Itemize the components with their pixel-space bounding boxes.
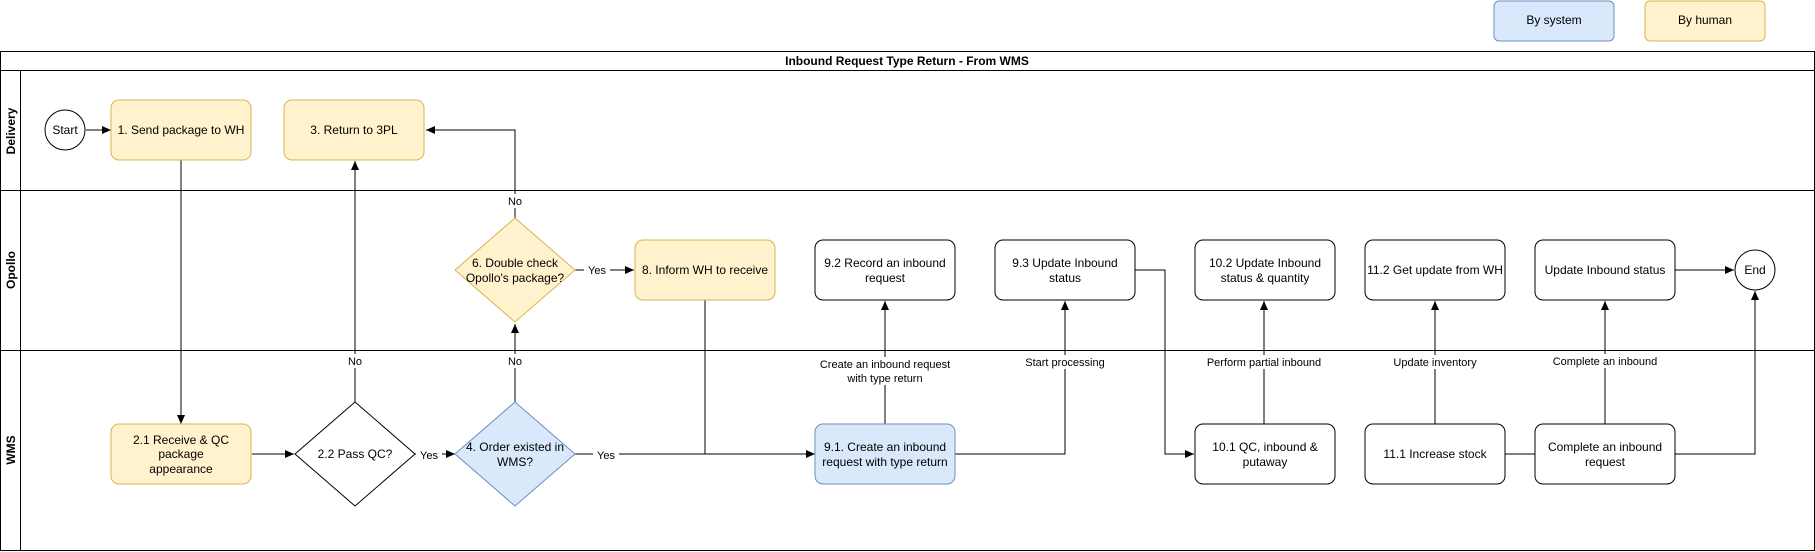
diagram-title: Inbound Request Type Return - From WMS xyxy=(785,54,1029,68)
node-1-label: 1. Send package to WH xyxy=(118,123,245,137)
node-update-inbound-status: Update Inbound status xyxy=(1534,239,1676,301)
node-10-1-label-line-2: putaway xyxy=(1243,455,1288,469)
node-complete-inbound: Complete an inbound request xyxy=(1534,423,1676,485)
lane-delivery-label: Delivery xyxy=(4,107,18,154)
edge-6-to-3 xyxy=(426,126,516,218)
label-no-6-3: No xyxy=(508,196,522,208)
node-complete-label-line-2: request xyxy=(1585,455,1626,469)
node-2-2-pass-qc: 2.2 Pass QC? xyxy=(294,401,416,507)
node-11-2-label: 11.2 Get update from WH xyxy=(1367,263,1503,277)
node-10-1-label-line-1: 10.1 QC, inbound & xyxy=(1212,440,1317,454)
node-9-1-label-line-1: 9.1. Create an inbound xyxy=(824,440,946,454)
node-complete-label-line-1: Complete an inbound xyxy=(1548,440,1662,454)
edge-complete-to-end xyxy=(1675,291,1759,455)
node-2-1-receive-qc: 2.1 Receive & QC package appearance xyxy=(110,423,252,485)
node-2-1-label-line-1: 2.1 Receive & QC xyxy=(133,433,229,447)
node-10-2-update-status-quantity: 10.2 Update Inbound status & quantity xyxy=(1194,239,1336,301)
legend-by-human: By human xyxy=(1644,0,1766,42)
node-4-label-line-2: WMS? xyxy=(497,455,533,469)
node-end: End xyxy=(1734,249,1776,291)
label-yes-6-8: Yes xyxy=(588,265,606,277)
label-complete-inbound: Complete an inbound xyxy=(1553,356,1658,368)
lane-opollo-label: Opollo xyxy=(4,251,18,289)
node-6-double-check: 6. Double check Opollo's package? xyxy=(454,217,576,323)
node-update-status-label: Update Inbound status xyxy=(1545,263,1666,277)
node-4-order-existed: 4. Order existed in WMS? xyxy=(454,401,576,507)
label-create-line-2: with type return xyxy=(846,373,922,385)
label-start-processing: Start processing xyxy=(1025,357,1104,369)
node-9-1-label-line-2: request with type return xyxy=(822,455,947,469)
node-6-label-line-2: Opollo's package? xyxy=(466,271,565,285)
legend-human-label: By human xyxy=(1678,13,1732,27)
node-2-1-label-line-2: package xyxy=(158,447,204,461)
node-start: Start xyxy=(44,109,86,151)
lane-wms-label: WMS xyxy=(4,435,18,464)
node-9-2-record-inbound: 9.2 Record an inbound request xyxy=(814,239,956,301)
node-11-1-increase-stock: 11.1 Increase stock xyxy=(1364,423,1506,485)
node-10-2-label-line-2: status & quantity xyxy=(1221,271,1310,285)
node-2-2-label: 2.2 Pass QC? xyxy=(318,447,393,461)
node-1-send-package: 1. Send package to WH xyxy=(110,99,252,161)
node-9-2-label-line-2: request xyxy=(865,271,906,285)
node-9-3-label-line-1: 9.3 Update Inbound xyxy=(1012,256,1117,270)
node-4-label-line-1: 4. Order existed in xyxy=(466,440,564,454)
label-no-22-3: No xyxy=(348,356,362,368)
node-3-label: 3. Return to 3PL xyxy=(310,123,398,137)
node-end-label: End xyxy=(1744,263,1765,277)
label-yes-4-91: Yes xyxy=(597,450,615,462)
node-11-1-label: 11.1 Increase stock xyxy=(1383,447,1487,461)
legend-by-system: By system xyxy=(1493,0,1615,42)
node-8-label: 8. Inform WH to receive xyxy=(642,263,768,277)
edge-91-to-93 xyxy=(955,301,1069,455)
legend-human-swatch xyxy=(1644,0,1766,42)
node-6-label-line-1: 6. Double check xyxy=(472,256,559,270)
node-2-1-label-line-3: appearance xyxy=(149,462,213,476)
label-create-line-1: Create an inbound request xyxy=(820,359,950,371)
label-no-4-6: No xyxy=(508,356,522,368)
node-3-return-to-3pl: 3. Return to 3PL xyxy=(283,99,425,161)
node-9-1-create-inbound: 9.1. Create an inbound request with type… xyxy=(814,423,956,485)
node-11-2-get-update: 11.2 Get update from WH xyxy=(1364,239,1506,301)
node-9-3-update-inbound-status: 9.3 Update Inbound status xyxy=(994,239,1136,301)
node-8-inform-wh: 8. Inform WH to receive xyxy=(634,239,776,301)
label-yes-22-4: Yes xyxy=(420,450,438,462)
node-10-2-label-line-1: 10.2 Update Inbound xyxy=(1209,256,1321,270)
node-10-1-qc-inbound-putaway: 10.1 QC, inbound & putaway xyxy=(1194,423,1336,485)
label-update-inventory: Update inventory xyxy=(1393,357,1477,369)
label-partial-inbound: Perform partial inbound xyxy=(1207,357,1321,369)
edge-labels: No Yes No No Yes Yes Create an inbound r… xyxy=(343,194,1657,462)
node-9-2-label-line-1: 9.2 Record an inbound xyxy=(824,256,945,270)
node-9-3-label-line-2: status xyxy=(1049,271,1081,285)
legend-system-label: By system xyxy=(1526,13,1581,27)
edge-93-to-101 xyxy=(1135,269,1194,458)
legend-system-swatch xyxy=(1493,0,1615,42)
node-start-label: Start xyxy=(52,123,78,137)
